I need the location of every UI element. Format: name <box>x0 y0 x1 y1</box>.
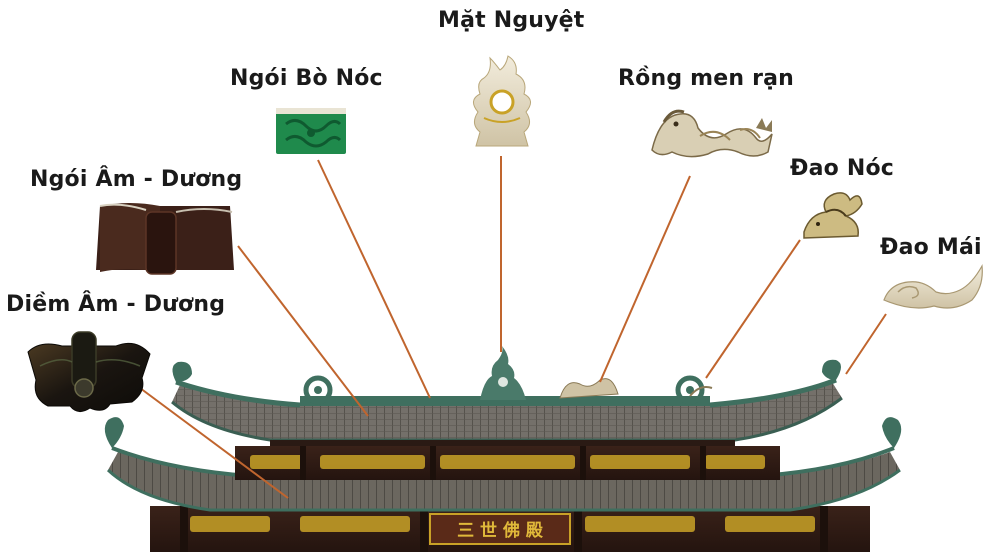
ngoi-bo-noc-image <box>276 108 346 154</box>
mat-nguyet-image <box>473 55 531 147</box>
label-dao-mai: Đao Mái <box>880 235 982 260</box>
diem-am-duong-image <box>27 331 151 412</box>
upper-roof <box>171 346 843 446</box>
ngoi-am-duong-image <box>96 203 234 275</box>
lower-roof: 三 世 佛 殿 <box>104 417 902 552</box>
signboard-text: 三 世 佛 殿 <box>457 520 544 541</box>
leader-lines <box>139 156 887 499</box>
upper-frieze <box>235 446 780 480</box>
label-dao-noc: Đao Nóc <box>790 156 895 181</box>
lower-frieze <box>190 516 815 532</box>
label-mat-nguyet: Mặt Nguyệt <box>438 8 585 33</box>
rong-men-ran-image <box>651 109 773 158</box>
label-rong-men-ran: Rồng men rạn <box>618 66 795 91</box>
leader-ngoi-am-duong <box>237 245 369 417</box>
leader-rong-men-ran <box>599 175 691 383</box>
leader-dao-mai <box>845 313 887 375</box>
signboard <box>429 513 571 545</box>
dao-noc-image <box>803 192 863 239</box>
mat-nguyet-on-roof <box>480 346 526 400</box>
leader-ngoi-bo-noc <box>317 159 431 399</box>
label-ngoi-bo-noc: Ngói Bò Nóc <box>230 66 383 91</box>
leader-dao-noc <box>705 239 801 379</box>
label-diem-am-duong: Diềm Âm - Dương <box>6 292 226 317</box>
dao-mai-image <box>883 264 983 309</box>
leader-diem-am-duong <box>139 387 289 499</box>
label-ngoi-am-duong: Ngói Âm - Dương <box>30 167 243 192</box>
